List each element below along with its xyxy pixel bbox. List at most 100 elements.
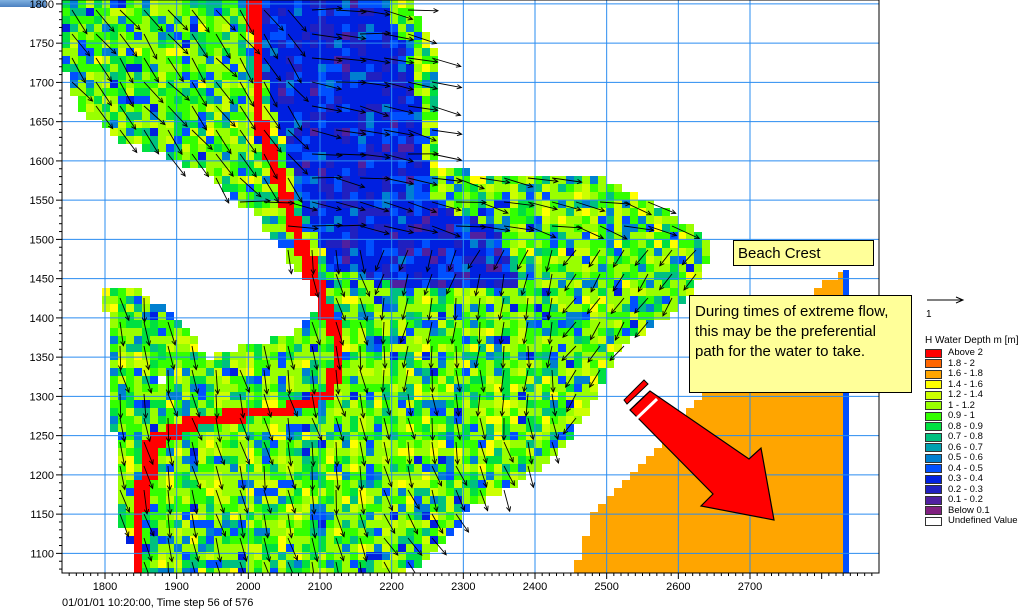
depth-cell: [422, 152, 430, 160]
depth-cell: [494, 264, 502, 272]
depth-cell: [606, 352, 614, 360]
depth-cell: [614, 536, 622, 544]
depth-cell: [686, 240, 694, 248]
depth-cell: [294, 56, 302, 64]
depth-cell: [302, 264, 310, 272]
depth-cell: [254, 160, 262, 168]
depth-cell: [414, 352, 422, 360]
depth-cell: [494, 320, 502, 328]
depth-cell: [843, 470, 849, 478]
depth-cell: [342, 296, 350, 304]
depth-cell: [494, 360, 502, 368]
depth-cell: [350, 272, 358, 280]
depth-cell: [478, 344, 486, 352]
depth-cell: [230, 8, 238, 16]
velocity-arrow: [659, 249, 673, 267]
depth-cell: [718, 520, 726, 528]
depth-cell: [630, 328, 638, 336]
depth-cell: [318, 288, 326, 296]
depth-cell: [318, 184, 326, 192]
depth-cell: [422, 440, 430, 448]
depth-cell: [710, 400, 718, 408]
depth-cell: [350, 336, 358, 344]
depth-cell: [462, 168, 470, 176]
velocity-arrow: [309, 465, 316, 492]
depth-cell: [670, 240, 678, 248]
depth-cell: [310, 560, 318, 568]
depth-cell: [678, 232, 686, 240]
depth-cell: [398, 304, 406, 312]
depth-cell: [638, 264, 646, 272]
depth-cell: [462, 504, 470, 512]
depth-cell: [366, 168, 374, 176]
depth-cell: [510, 440, 518, 448]
depth-cell: [406, 456, 414, 464]
depth-cell: [342, 352, 350, 360]
depth-cell: [70, 8, 78, 16]
depth-cell: [230, 520, 238, 528]
depth-cell: [758, 544, 766, 552]
depth-cell: [558, 336, 566, 344]
depth-cell: [662, 248, 670, 256]
velocity-arrow: [263, 57, 282, 82]
velocity-arrow: [455, 417, 462, 441]
depth-cell: [758, 416, 766, 424]
depth-cell: [614, 304, 622, 312]
depth-cell: [526, 272, 534, 280]
depth-cell: [446, 488, 454, 496]
depth-cell: [318, 160, 326, 168]
depth-cell: [342, 344, 350, 352]
depth-cell: [118, 104, 126, 112]
depth-cell: [542, 416, 550, 424]
depth-cell: [598, 544, 606, 552]
depth-cell: [662, 488, 670, 496]
depth-cell: [422, 400, 430, 408]
depth-cell: [398, 480, 406, 488]
depth-cell: [398, 160, 406, 168]
depth-cell: [430, 456, 438, 464]
depth-cell: [750, 536, 758, 544]
depth-cell: [582, 272, 590, 280]
depth-cell: [430, 544, 438, 552]
depth-cell: [454, 368, 462, 376]
depth-cell: [342, 416, 350, 424]
depth-cell: [222, 24, 230, 32]
depth-cell: [142, 456, 150, 464]
depth-cell: [422, 272, 430, 280]
depth-cell: [766, 472, 774, 480]
depth-cell: [758, 520, 766, 528]
depth-cell: [126, 480, 134, 488]
depth-cell: [238, 120, 246, 128]
depth-cell: [190, 440, 198, 448]
depth-cell: [150, 440, 158, 448]
depth-cell: [110, 424, 118, 432]
depth-cell: [398, 376, 406, 384]
depth-cell: [678, 464, 686, 472]
depth-cell: [198, 456, 206, 464]
depth-cell: [326, 160, 334, 168]
depth-cell: [246, 136, 254, 144]
depth-cell: [350, 328, 358, 336]
depth-cell: [366, 224, 374, 232]
depth-cell: [374, 256, 382, 264]
depth-cell: [390, 48, 398, 56]
depth-cell: [582, 352, 590, 360]
depth-cell: [278, 104, 286, 112]
depth-cell: [358, 72, 366, 80]
depth-cell: [286, 176, 294, 184]
depth-cell: [390, 464, 398, 472]
depth-cell: [582, 176, 590, 184]
depth-cell: [286, 72, 294, 80]
depth-cell: [382, 472, 390, 480]
depth-cell: [110, 336, 118, 344]
depth-cell: [334, 424, 342, 432]
depth-cell: [638, 528, 646, 536]
depth-cell: [222, 96, 230, 104]
depth-cell: [390, 280, 398, 288]
velocity-arrow: [383, 393, 392, 417]
depth-cell: [422, 376, 430, 384]
depth-cell: [414, 480, 422, 488]
depth-cell: [574, 376, 582, 384]
depth-cell: [374, 232, 382, 240]
velocity-arrow: [383, 201, 414, 213]
